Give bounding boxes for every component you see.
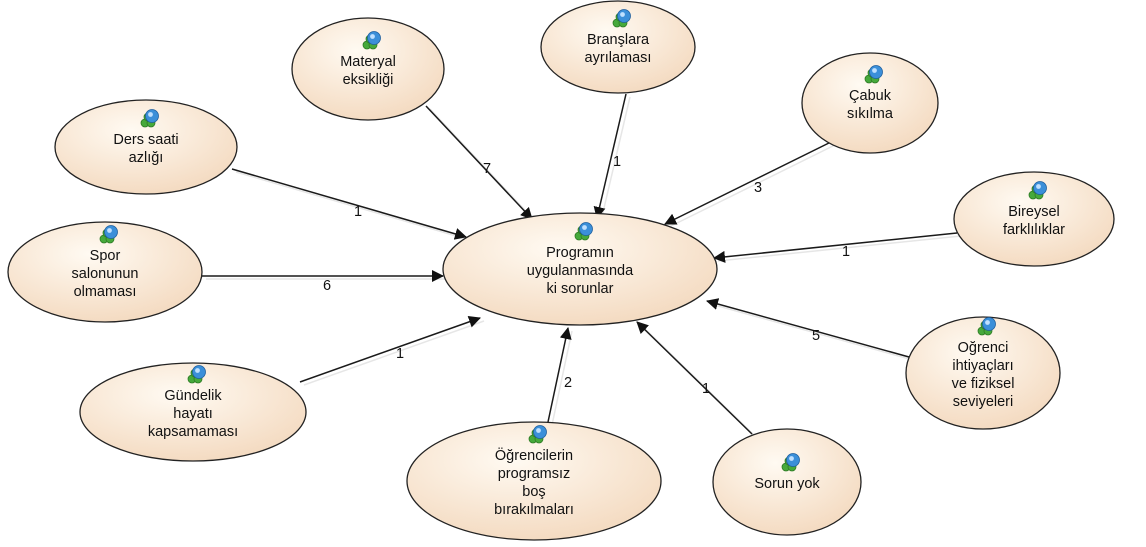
- edge-ders: 1: [231, 168, 471, 241]
- concept-node-ders[interactable]: Ders saati azlığı: [54, 99, 238, 195]
- concept-node-spor[interactable]: Spor salonunun olmaması: [7, 221, 203, 323]
- edge-ogrencilerin: 2: [547, 327, 573, 426]
- node-label-line: Branşlara: [587, 32, 650, 48]
- node-ellipse: [7, 221, 203, 323]
- node-label-line: Oğrenci: [958, 340, 1009, 356]
- node-label-line: Çabuk: [849, 88, 892, 104]
- edge-arrow: [231, 168, 467, 240]
- node-ellipse: [953, 171, 1115, 267]
- node-label-line: Bireysel: [1008, 204, 1060, 220]
- edge-arrow: [636, 321, 753, 435]
- concept-node-branslara[interactable]: Branşlara ayrılaması: [540, 0, 696, 94]
- edge-shadow: [600, 96, 631, 222]
- node-ellipse: [79, 362, 307, 462]
- node-ellipse: [905, 316, 1061, 430]
- edge-arrow: [547, 327, 572, 423]
- edge-arrow: [593, 93, 627, 219]
- node-label-line: farklılıklar: [1003, 222, 1065, 238]
- edge-label: 5: [812, 328, 820, 344]
- edge-materyal: 7: [425, 105, 537, 223]
- edge-cabuk: 3: [664, 138, 842, 228]
- node-label-line: uygulanmasında: [527, 263, 634, 279]
- edge-gundelik: 1: [299, 316, 485, 386]
- edge-label: 1: [613, 154, 621, 170]
- node-label-line: ihtiyaçları: [952, 358, 1013, 374]
- node-label-line: sıkılma: [847, 106, 894, 122]
- node-label-line: Öğrencilerin: [495, 446, 573, 464]
- node-label-line: olmaması: [74, 284, 137, 300]
- edge-label: 1: [396, 346, 404, 362]
- edge-label: 3: [754, 180, 762, 196]
- node-label-line: kapsamaması: [148, 424, 238, 440]
- node-label-line: seviyeleri: [953, 394, 1013, 410]
- node-ellipse: [801, 52, 939, 154]
- edge-label: 6: [323, 278, 331, 294]
- edges-layer: 7 1 3 1 1 6 5 1 2 1: [202, 93, 962, 438]
- node-label-line: hayatı: [173, 406, 213, 422]
- edge-label: 1: [842, 244, 850, 260]
- edge-arrow: [299, 316, 481, 383]
- node-label-line: azlığı: [129, 150, 164, 166]
- edge-branslara: 1: [593, 93, 631, 222]
- node-label-line: Programın: [546, 245, 614, 261]
- concept-node-ogrencilerin[interactable]: Öğrencilerin programsız boş bırakılmaları: [406, 421, 662, 541]
- concept-node-cabuk[interactable]: Çabuk sıkılma: [801, 52, 939, 154]
- node-ellipse: [442, 212, 718, 326]
- concept-node-ogrenci-ihtiyac[interactable]: Oğrenci ihtiyaçları ve fiziksel seviyeleri: [905, 316, 1061, 430]
- node-ellipse: [54, 99, 238, 195]
- edge-arrow: [706, 298, 910, 358]
- node-label-line: Gündelik: [164, 388, 222, 404]
- concept-node-materyal[interactable]: Materyal eksikliği: [291, 17, 445, 121]
- node-label-line: Sorun yok: [754, 476, 820, 492]
- edge-label: 1: [354, 204, 362, 220]
- node-label-line: ki sorunlar: [547, 281, 614, 297]
- edge-ogrenci-ihtiyac: 5: [706, 298, 914, 361]
- edge-arrow: [664, 138, 838, 225]
- central-concept-node[interactable]: Programın uygulanmasında ki sorunlar: [442, 212, 718, 326]
- edge-arrow: [713, 232, 958, 263]
- node-label-line: ve fiziksel: [952, 376, 1015, 392]
- node-ellipse: [712, 428, 862, 536]
- node-label-line: boş: [522, 484, 545, 500]
- nodes-layer: Programın uygulanmasında ki sorunlar Matery…: [7, 0, 1115, 541]
- node-ellipse: [291, 17, 445, 121]
- edge-spor: 6: [202, 270, 447, 294]
- edge-label: 1: [702, 381, 710, 397]
- edge-shadow: [235, 171, 471, 241]
- node-label-line: salonunun: [72, 266, 139, 282]
- edge-sorun: 1: [636, 321, 757, 438]
- node-label-line: bırakılmaları: [494, 502, 574, 518]
- node-ellipse: [540, 0, 696, 94]
- edge-shadow: [551, 330, 573, 426]
- edge-shadow: [710, 303, 914, 361]
- node-ellipse: [406, 421, 662, 541]
- edge-label: 7: [483, 161, 491, 177]
- node-label-line: eksikliği: [343, 72, 394, 88]
- edge-shadow: [668, 141, 842, 228]
- node-label-line: Ders saati: [113, 132, 178, 148]
- node-label-line: ayrılaması: [585, 50, 652, 66]
- concept-node-gundelik[interactable]: Gündelik hayatı kapsamaması: [79, 362, 307, 462]
- edge-label: 2: [564, 375, 572, 391]
- edge-shadow: [717, 235, 962, 262]
- node-label-line: programsız: [498, 466, 571, 482]
- edge-arrow: [425, 105, 533, 220]
- edge-shadow: [303, 320, 485, 386]
- edge-bireysel: 1: [713, 232, 962, 263]
- concept-node-sorun[interactable]: Sorun yok: [712, 428, 862, 536]
- concept-node-bireysel[interactable]: Bireysel farklılıklar: [953, 171, 1115, 267]
- node-label-line: Spor: [90, 248, 121, 264]
- edge-shadow: [429, 108, 537, 223]
- node-label-line: Materyal: [340, 54, 396, 70]
